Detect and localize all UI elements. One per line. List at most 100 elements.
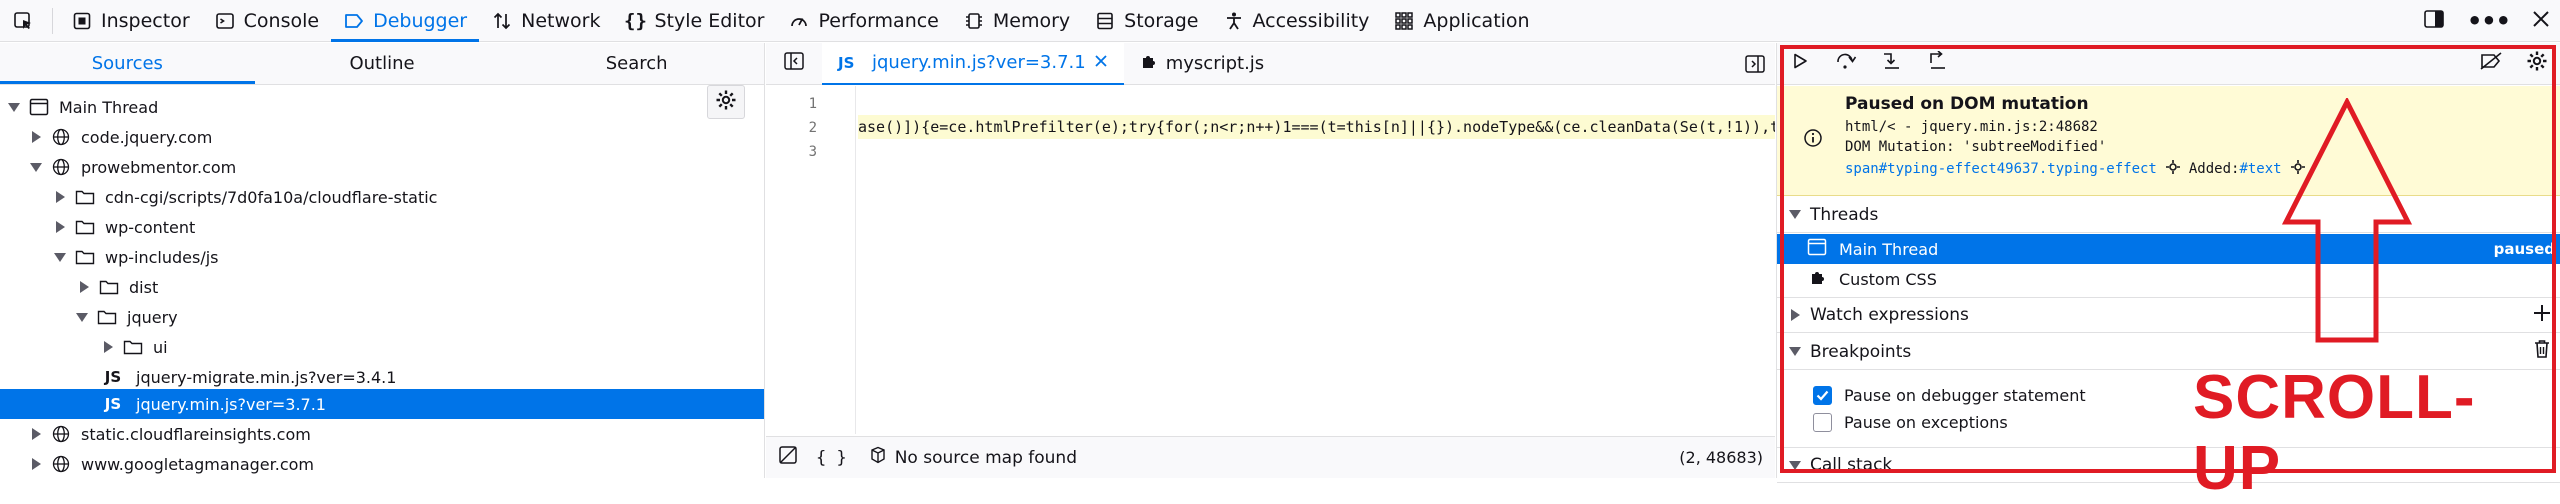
- more-options-button[interactable]: •••: [2467, 7, 2511, 35]
- checkbox-unchecked[interactable]: [1813, 412, 1832, 432]
- thread-label: Main Thread: [1839, 239, 1939, 259]
- tab-memory[interactable]: Memory: [951, 0, 1082, 42]
- paused-code-line[interactable]: ase()]){e=ce.htmlPrefilter(e);try{for(;n…: [858, 115, 1775, 139]
- blackbox-source-button[interactable]: [778, 445, 798, 470]
- sources-settings-button[interactable]: [707, 85, 745, 119]
- toggle-debugger-pane-button[interactable]: [1745, 55, 1765, 78]
- inspect-node-icon[interactable]: [2290, 159, 2306, 179]
- js-file-icon: JS: [838, 53, 855, 72]
- watch-expressions-header[interactable]: Watch expressions: [1777, 297, 2560, 333]
- tree-item-folder[interactable]: jquery: [0, 302, 764, 332]
- section-title: Threads: [1810, 204, 1879, 225]
- debugger-controls: [1777, 43, 2560, 85]
- add-watch-expression-button[interactable]: [2533, 304, 2551, 327]
- toolbar-divider: [52, 7, 53, 34]
- threads-header[interactable]: Threads: [1777, 197, 2560, 233]
- tree-item-label: jquery: [127, 307, 178, 327]
- collapsed-arrow-icon: [32, 428, 41, 440]
- tab-sources[interactable]: Sources: [0, 43, 255, 84]
- step-over-button[interactable]: [1823, 43, 1869, 85]
- inspector-icon: [71, 10, 93, 32]
- resume-icon: [1791, 52, 1809, 75]
- close-devtools-button[interactable]: [2532, 10, 2550, 33]
- tree-item-domain[interactable]: www.googletagmanager.com: [0, 449, 764, 479]
- step-out-icon: [1927, 50, 1949, 76]
- expanded-arrow-icon: [1789, 460, 1801, 470]
- tab-network[interactable]: Network: [479, 0, 612, 42]
- js-file-icon: JS: [104, 368, 122, 386]
- breakpoints-header[interactable]: Breakpoints: [1777, 334, 2560, 370]
- line-number-gutter: 1 2 3: [766, 86, 856, 434]
- tab-accessibility[interactable]: Accessibility: [1211, 0, 1382, 42]
- tree-item-domain[interactable]: code.jquery.com: [0, 122, 764, 152]
- pause-location[interactable]: html/< - jquery.min.js:2:48682: [1845, 119, 2098, 135]
- line-number[interactable]: 3: [808, 144, 817, 160]
- js-file-icon: JS: [104, 395, 122, 413]
- resume-button[interactable]: [1777, 43, 1823, 85]
- thread-main[interactable]: Main Thread paused: [1777, 234, 2560, 264]
- step-out-button[interactable]: [1915, 43, 1961, 85]
- tree-item-folder[interactable]: wp-content: [0, 212, 764, 242]
- blackbox-icon: [778, 446, 798, 470]
- code-text: ase()]){e=ce.htmlPrefilter(e);try{for(;n…: [858, 118, 1775, 136]
- element-picker-icon: [12, 10, 34, 32]
- breakpoint-option-debugger-statement[interactable]: Pause on debugger statement: [1777, 382, 2560, 408]
- tab-outline[interactable]: Outline: [349, 53, 415, 74]
- tree-item-domain[interactable]: prowebmentor.com: [0, 152, 764, 182]
- tab-debugger[interactable]: Debugger: [331, 0, 480, 42]
- dock-side-button[interactable]: [2423, 8, 2445, 35]
- pretty-print-button[interactable]: { }: [816, 447, 847, 468]
- trash-icon: [2533, 340, 2551, 364]
- tab-search[interactable]: Search: [605, 53, 668, 74]
- tab-label: Style Editor: [654, 9, 765, 32]
- tree-item-folder[interactable]: ui: [0, 332, 764, 362]
- debugger-settings-button[interactable]: [2514, 43, 2560, 85]
- tree-item-label: Main Thread: [59, 97, 159, 117]
- toggle-sources-button[interactable]: [766, 52, 822, 75]
- close-tab-button[interactable]: [1094, 52, 1108, 73]
- tree-item-folder[interactable]: dist: [0, 272, 764, 302]
- editor-tab-jquery[interactable]: JS jquery.min.js?ver=3.7.1: [822, 42, 1124, 85]
- tree-item-domain[interactable]: static.cloudflareinsights.com: [0, 419, 764, 449]
- close-icon: [2532, 10, 2550, 33]
- editor-tab-myscript[interactable]: myscript.js: [1124, 43, 1280, 85]
- tree-item-label: prowebmentor.com: [81, 157, 237, 177]
- line-number[interactable]: 1: [808, 96, 817, 112]
- folder-icon: [97, 308, 117, 326]
- tab-inspector[interactable]: Inspector: [59, 0, 202, 42]
- mutation-type: DOM Mutation: 'subtreeModified': [1845, 139, 2107, 155]
- inspect-node-icon[interactable]: [2165, 159, 2181, 179]
- cursor-position: (2, 48683): [1679, 448, 1763, 467]
- tree-item-folder[interactable]: cdn-cgi/scripts/7d0fa10a/cloudflare-stat…: [0, 182, 764, 212]
- plus-icon: [2533, 304, 2551, 327]
- breakpoint-option-exceptions[interactable]: Pause on exceptions: [1777, 409, 2560, 435]
- tree-item-file[interactable]: JS jquery-migrate.min.js?ver=3.4.1: [0, 362, 764, 392]
- sidebar-toggle-icon: [1745, 55, 1765, 78]
- tab-console[interactable]: Console: [202, 0, 331, 42]
- collapsed-arrow-icon: [1791, 309, 1800, 321]
- step-in-button[interactable]: [1869, 43, 1915, 85]
- element-picker-button[interactable]: [0, 0, 46, 42]
- thread-custom-css[interactable]: Custom CSS: [1777, 264, 2560, 294]
- added-node[interactable]: #text: [2239, 161, 2282, 177]
- line-number[interactable]: 2: [808, 120, 817, 136]
- tree-item-file-selected[interactable]: JS jquery.min.js?ver=3.7.1: [0, 389, 764, 419]
- expanded-arrow-icon: [54, 252, 66, 262]
- collapsed-arrow-icon: [56, 191, 65, 203]
- tab-performance[interactable]: Performance: [776, 0, 950, 42]
- tab-style-editor[interactable]: {} Style Editor: [612, 0, 776, 42]
- sidebar-toggle-icon: [784, 52, 804, 75]
- mutation-target-node[interactable]: span#typing-effect49637.typing-effect: [1845, 161, 2157, 177]
- deactivate-breakpoints-button[interactable]: [2468, 43, 2514, 85]
- tab-storage[interactable]: Storage: [1082, 0, 1210, 42]
- checkbox-checked[interactable]: [1813, 385, 1832, 405]
- editor-tabs: JS jquery.min.js?ver=3.7.1 myscript.js: [766, 42, 1775, 85]
- tree-item-label: jquery-migrate.min.js?ver=3.4.1: [136, 367, 397, 387]
- tree-item-folder[interactable]: wp-includes/js: [0, 242, 764, 272]
- tab-application[interactable]: Application: [1381, 0, 1541, 42]
- paused-badge: paused: [2493, 240, 2555, 258]
- editor-footer: { } No source map found (2, 48683): [766, 436, 1775, 478]
- tree-item-main-thread[interactable]: Main Thread: [0, 92, 764, 122]
- remove-all-breakpoints-button[interactable]: [2533, 339, 2551, 364]
- tree-item-label: cdn-cgi/scripts/7d0fa10a/cloudflare-stat…: [105, 187, 438, 207]
